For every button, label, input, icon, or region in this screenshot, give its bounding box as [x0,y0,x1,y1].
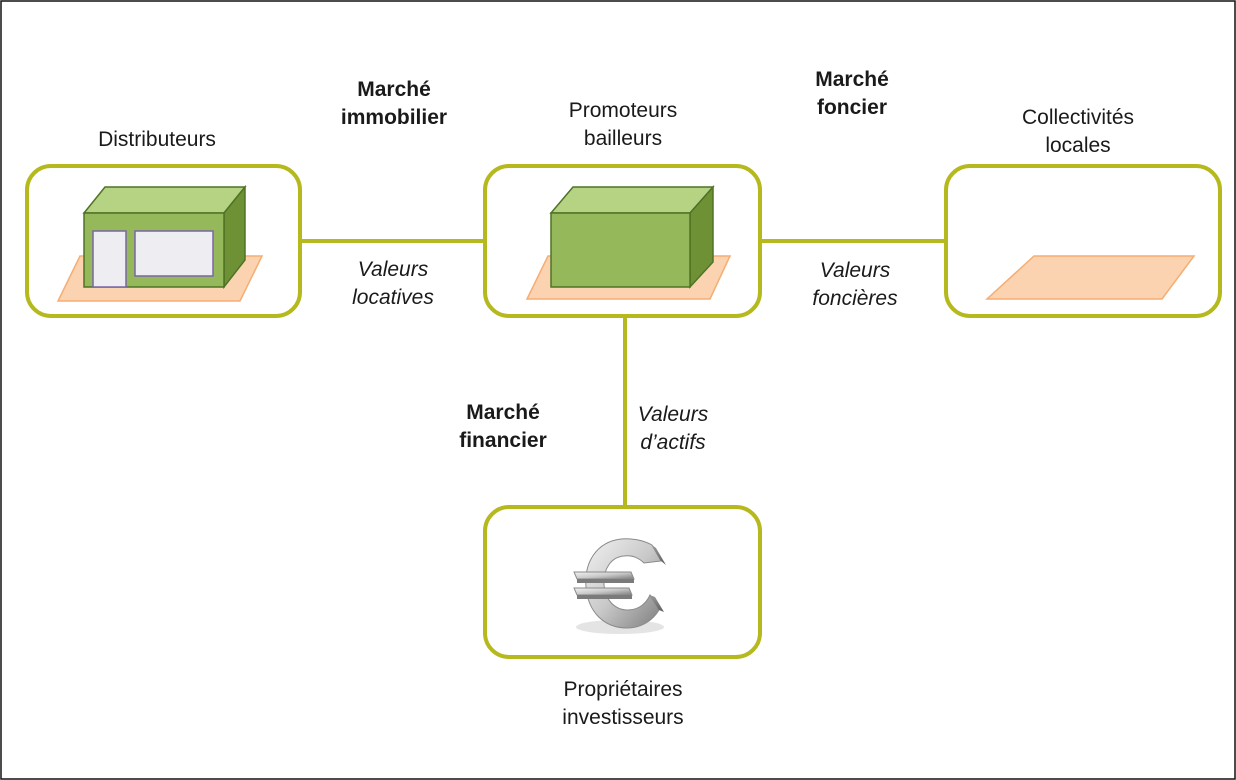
building-block-icon [525,185,732,300]
market-label-immobilier: Marché immobilier [340,78,448,129]
market-label-financier: Marché financier [459,401,547,452]
market-label-foncier: Marché foncier [815,68,889,119]
actor-label-distributeurs: Distributeurs [98,128,216,151]
land-parcel-icon [985,255,1196,300]
euro-icon [573,538,666,634]
value-label-actifs: Valeurs d’actifs [637,403,709,454]
actor-label-collectivites: Collectivités locales [1021,106,1135,157]
value-label-locatives: Valeurs locatives [352,258,434,309]
actor-label-promoteurs: Promoteurs bailleurs [568,99,678,150]
shop-building-icon [56,184,264,302]
value-label-foncieres: Valeurs foncières [812,259,898,310]
actor-label-proprietaires: Propriétaires investisseurs [562,678,684,729]
